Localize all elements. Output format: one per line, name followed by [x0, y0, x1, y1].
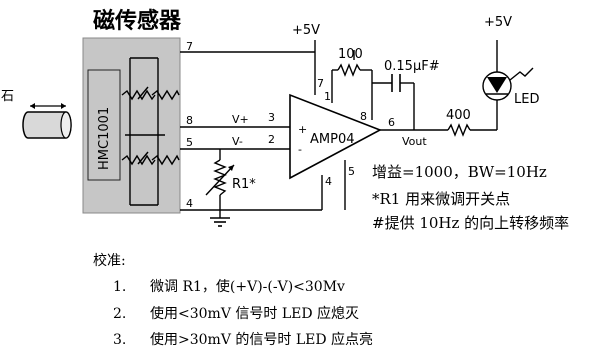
wires — [180, 40, 498, 218]
amp-pin-8: 8 — [360, 110, 367, 123]
cal-step-num-2: 2. — [113, 306, 126, 322]
magnet-icon — [22, 103, 72, 139]
net-vminus: V- — [232, 135, 243, 148]
capacitor: 0.15μF# — [384, 59, 440, 92]
amp-pin-2: 2 — [268, 133, 275, 146]
sensor-chip: HMC1001 7 8 5 4 — [82, 37, 193, 214]
cal-step-text-3: 使用>30mV 的信号时 LED 应点亮 — [150, 331, 373, 348]
sensor-label-box — [87, 69, 121, 181]
note-r1: *R1 用来微调开关点 — [372, 190, 510, 208]
note-gain: 增益=1000，BW=10Hz — [372, 163, 547, 181]
led-label: LED — [514, 92, 539, 107]
stray-char: 石 — [1, 89, 14, 104]
amp-pin-3: 3 — [268, 111, 275, 124]
amp-plus-sign: + — [298, 123, 307, 136]
supply-label-right: +5V — [484, 15, 512, 30]
r1-trim-resistor: R1* — [205, 159, 256, 196]
amp-pin-4: 4 — [325, 175, 332, 188]
chip-pin-4: 4 — [186, 197, 193, 210]
bridge-resistors — [121, 86, 180, 166]
calibration-heading: 校准: — [93, 252, 126, 269]
sensor-chip-label: HMC1001 — [97, 107, 112, 170]
note-cap: #提供 10Hz 的向上转移频率 — [372, 214, 569, 232]
amp-label: AMP04 — [310, 132, 355, 147]
supply-label-center: +5V — [292, 23, 320, 38]
chip-pin-8: 8 — [186, 114, 193, 127]
amp-pin-5: 5 — [348, 165, 355, 178]
led-icon: LED — [482, 67, 539, 107]
net-vplus: V+ — [232, 113, 249, 126]
led-resistor: 400 — [446, 108, 471, 137]
cal-step-text-2: 使用<30mV 信号时 LED 应熄灭 — [150, 305, 359, 322]
amp04-opamp: + - AMP04 — [289, 93, 382, 180]
cal-step-text-1: 微调 R1，使(+V)-(-V)<30Mv — [150, 278, 345, 295]
chip-pin-5: 5 — [186, 136, 193, 149]
diagram-title: 磁传感器 — [93, 8, 182, 34]
cal-step-num-1: 1. — [113, 279, 126, 295]
r1-label: R1* — [232, 177, 256, 192]
amp-pin-7: 7 — [317, 77, 324, 90]
amp-pin-6: 6 — [388, 116, 395, 129]
ground-icon — [210, 217, 230, 227]
amp-pin-1: 1 — [324, 90, 331, 103]
gain-resistor-label: 100 — [338, 47, 363, 62]
chip-pin-7: 7 — [186, 40, 193, 53]
gain-resistor: 100 — [337, 47, 363, 77]
cal-step-num-3: 3. — [113, 332, 126, 348]
capacitor-label: 0.15μF# — [384, 59, 440, 74]
amp-minus-sign: - — [298, 143, 302, 156]
net-vout: Vout — [402, 135, 427, 148]
led-resistor-label: 400 — [446, 108, 471, 123]
